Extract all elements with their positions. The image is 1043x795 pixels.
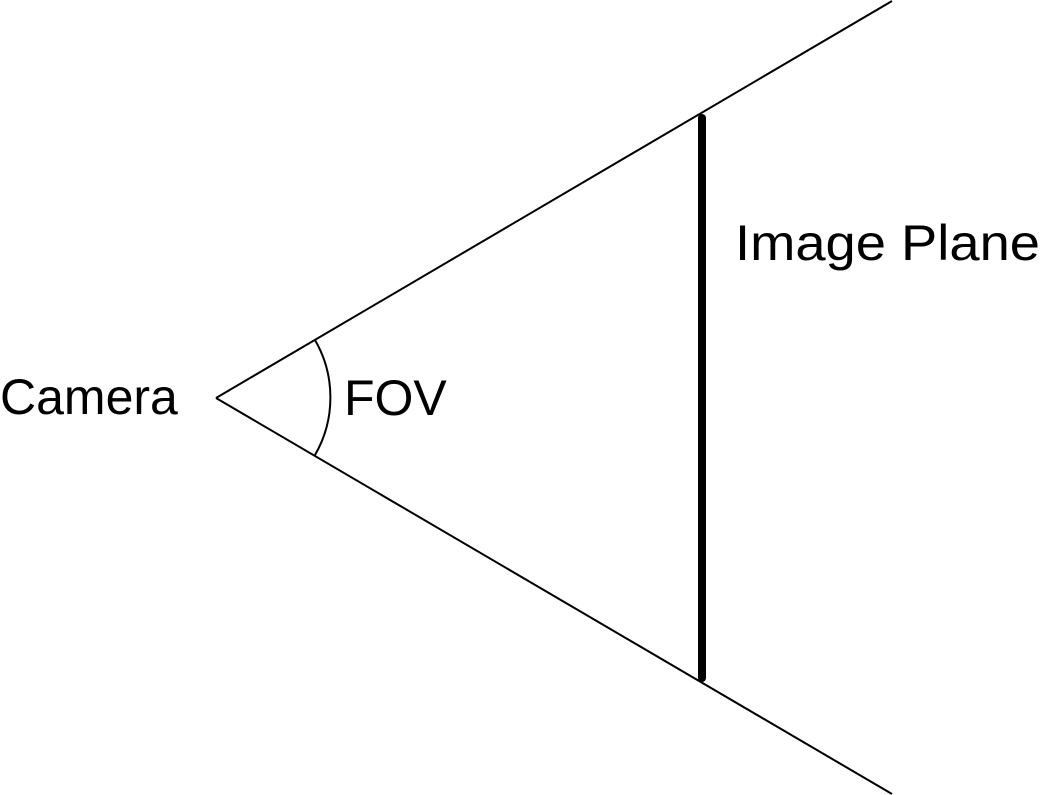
camera-label: Camera [0,369,178,425]
fov-label: FOV [344,370,447,426]
lower-view-ray [215,397,893,795]
upper-view-ray [215,0,893,399]
image-plane-label: Image Plane [735,215,1040,271]
fov-arc [314,339,332,456]
